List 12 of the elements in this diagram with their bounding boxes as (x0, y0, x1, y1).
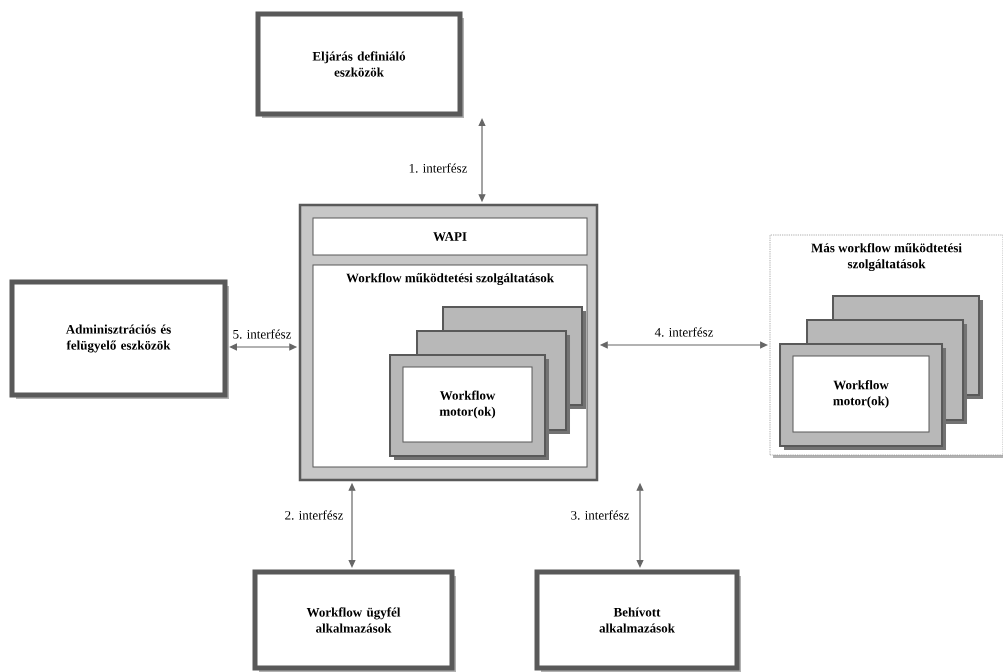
tool-box: Eljárás definiáló eszközök (255, 11, 464, 118)
edge-label: 5. interfész (233, 329, 292, 339)
engine-card-stack: Workflow motor(ok) (389, 306, 586, 460)
tool-box: Behívott alkalmazások (534, 569, 741, 672)
layer-box: WAPI (312, 217, 588, 256)
edge-label: 1. interfész (409, 163, 468, 173)
edge-label: 4. interfész (654, 327, 714, 337)
edge-label: 2. interfész (285, 510, 344, 520)
engine-card-stack: Workflow motor(ok) (779, 295, 983, 450)
tool-box: Workflow ügyfél alkalmazások (252, 569, 456, 672)
edge-label: 3. interfész (571, 510, 630, 520)
tool-box: Adminisztrációs és felügyelő eszközök (9, 279, 229, 399)
